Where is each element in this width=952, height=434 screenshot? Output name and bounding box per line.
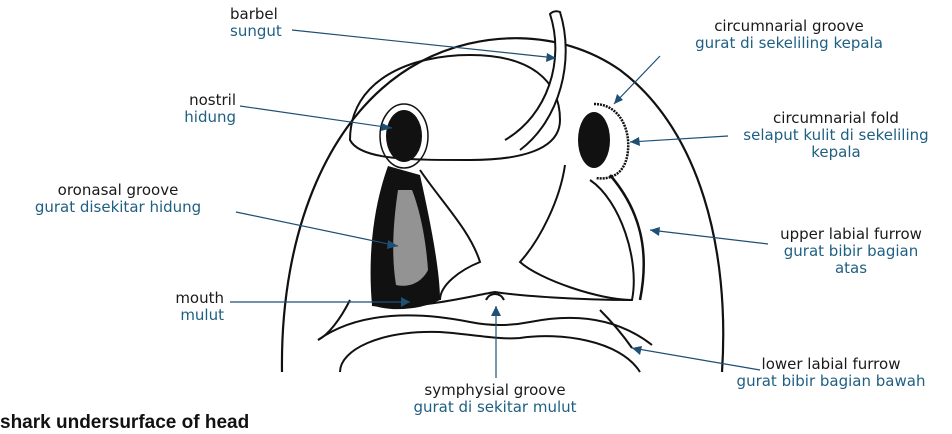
- label-circumnarial-groove: circumnarial groove gurat di sekeliling …: [654, 18, 924, 52]
- label-circumnarial-fold-id2: kepala: [722, 144, 950, 161]
- lower-labial-furrow-left: [318, 300, 350, 340]
- label-circumnarial-fold: circumnarial fold selaput kulit di sekel…: [722, 110, 950, 161]
- label-circumnarial-fold-en: circumnarial fold: [722, 110, 950, 127]
- left-nostril: [386, 110, 422, 162]
- leader-upper-labial-furrow: [650, 230, 768, 244]
- label-lower-labial-furrow: lower labial furrow gurat bibir bagian b…: [712, 356, 950, 390]
- arrow-circumnarial-fold: [630, 137, 640, 146]
- label-nostril: nostril hidung: [150, 92, 236, 126]
- lower-jaw-outer: [340, 332, 640, 372]
- arrow-lower-labial-furrow: [632, 346, 642, 355]
- label-barbel-id: sungut: [230, 23, 282, 40]
- label-nostril-id: hidung: [150, 109, 236, 126]
- label-oronasal-groove-id: gurat disekitar hidung: [0, 199, 236, 216]
- label-upper-labial-furrow-en: upper labial furrow: [762, 226, 940, 243]
- label-symphysial-groove: symphysial groove gurat di sekitar mulut: [388, 382, 602, 416]
- label-upper-labial-furrow-id1: gurat bibir bagian: [762, 243, 940, 260]
- arrow-upper-labial-furrow: [650, 227, 660, 236]
- label-circumnarial-fold-id1: selaput kulit di sekeliling: [722, 127, 950, 144]
- leader-barbel: [292, 30, 556, 58]
- head-outline: [282, 38, 723, 372]
- label-mouth-en: mouth: [130, 290, 224, 307]
- right-nostril: [578, 112, 610, 168]
- label-mouth: mouth mulut: [130, 290, 224, 324]
- label-nostril-en: nostril: [150, 92, 236, 109]
- label-circumnarial-groove-id: gurat di sekeliling kepala: [654, 35, 924, 52]
- label-upper-labial-furrow-id2: atas: [762, 260, 940, 277]
- label-barbel: barbel sungut: [230, 6, 282, 40]
- label-lower-labial-furrow-id: gurat bibir bagian bawah: [712, 373, 950, 390]
- label-symphysial-groove-en: symphysial groove: [388, 382, 602, 399]
- leader-nostril: [240, 106, 392, 128]
- barbel-shape: [505, 11, 566, 150]
- arrow-symphysial-groove: [491, 306, 501, 316]
- label-barbel-en: barbel: [230, 6, 282, 23]
- symphysial-notch: [486, 294, 504, 300]
- lower-jaw: [318, 315, 652, 345]
- label-upper-labial-furrow: upper labial furrow gurat bibir bagian a…: [762, 226, 940, 277]
- label-mouth-id: mulut: [130, 307, 224, 324]
- label-lower-labial-furrow-en: lower labial furrow: [712, 356, 950, 373]
- leader-circumnarial-groove: [614, 56, 660, 104]
- figure-caption: shark undersurface of head: [0, 412, 249, 434]
- label-symphysial-groove-id: gurat di sekitar mulut: [388, 399, 602, 416]
- label-oronasal-groove-en: oronasal groove: [0, 182, 236, 199]
- label-oronasal-groove: oronasal groove gurat disekitar hidung: [0, 182, 236, 216]
- label-circumnarial-groove-en: circumnarial groove: [654, 18, 924, 35]
